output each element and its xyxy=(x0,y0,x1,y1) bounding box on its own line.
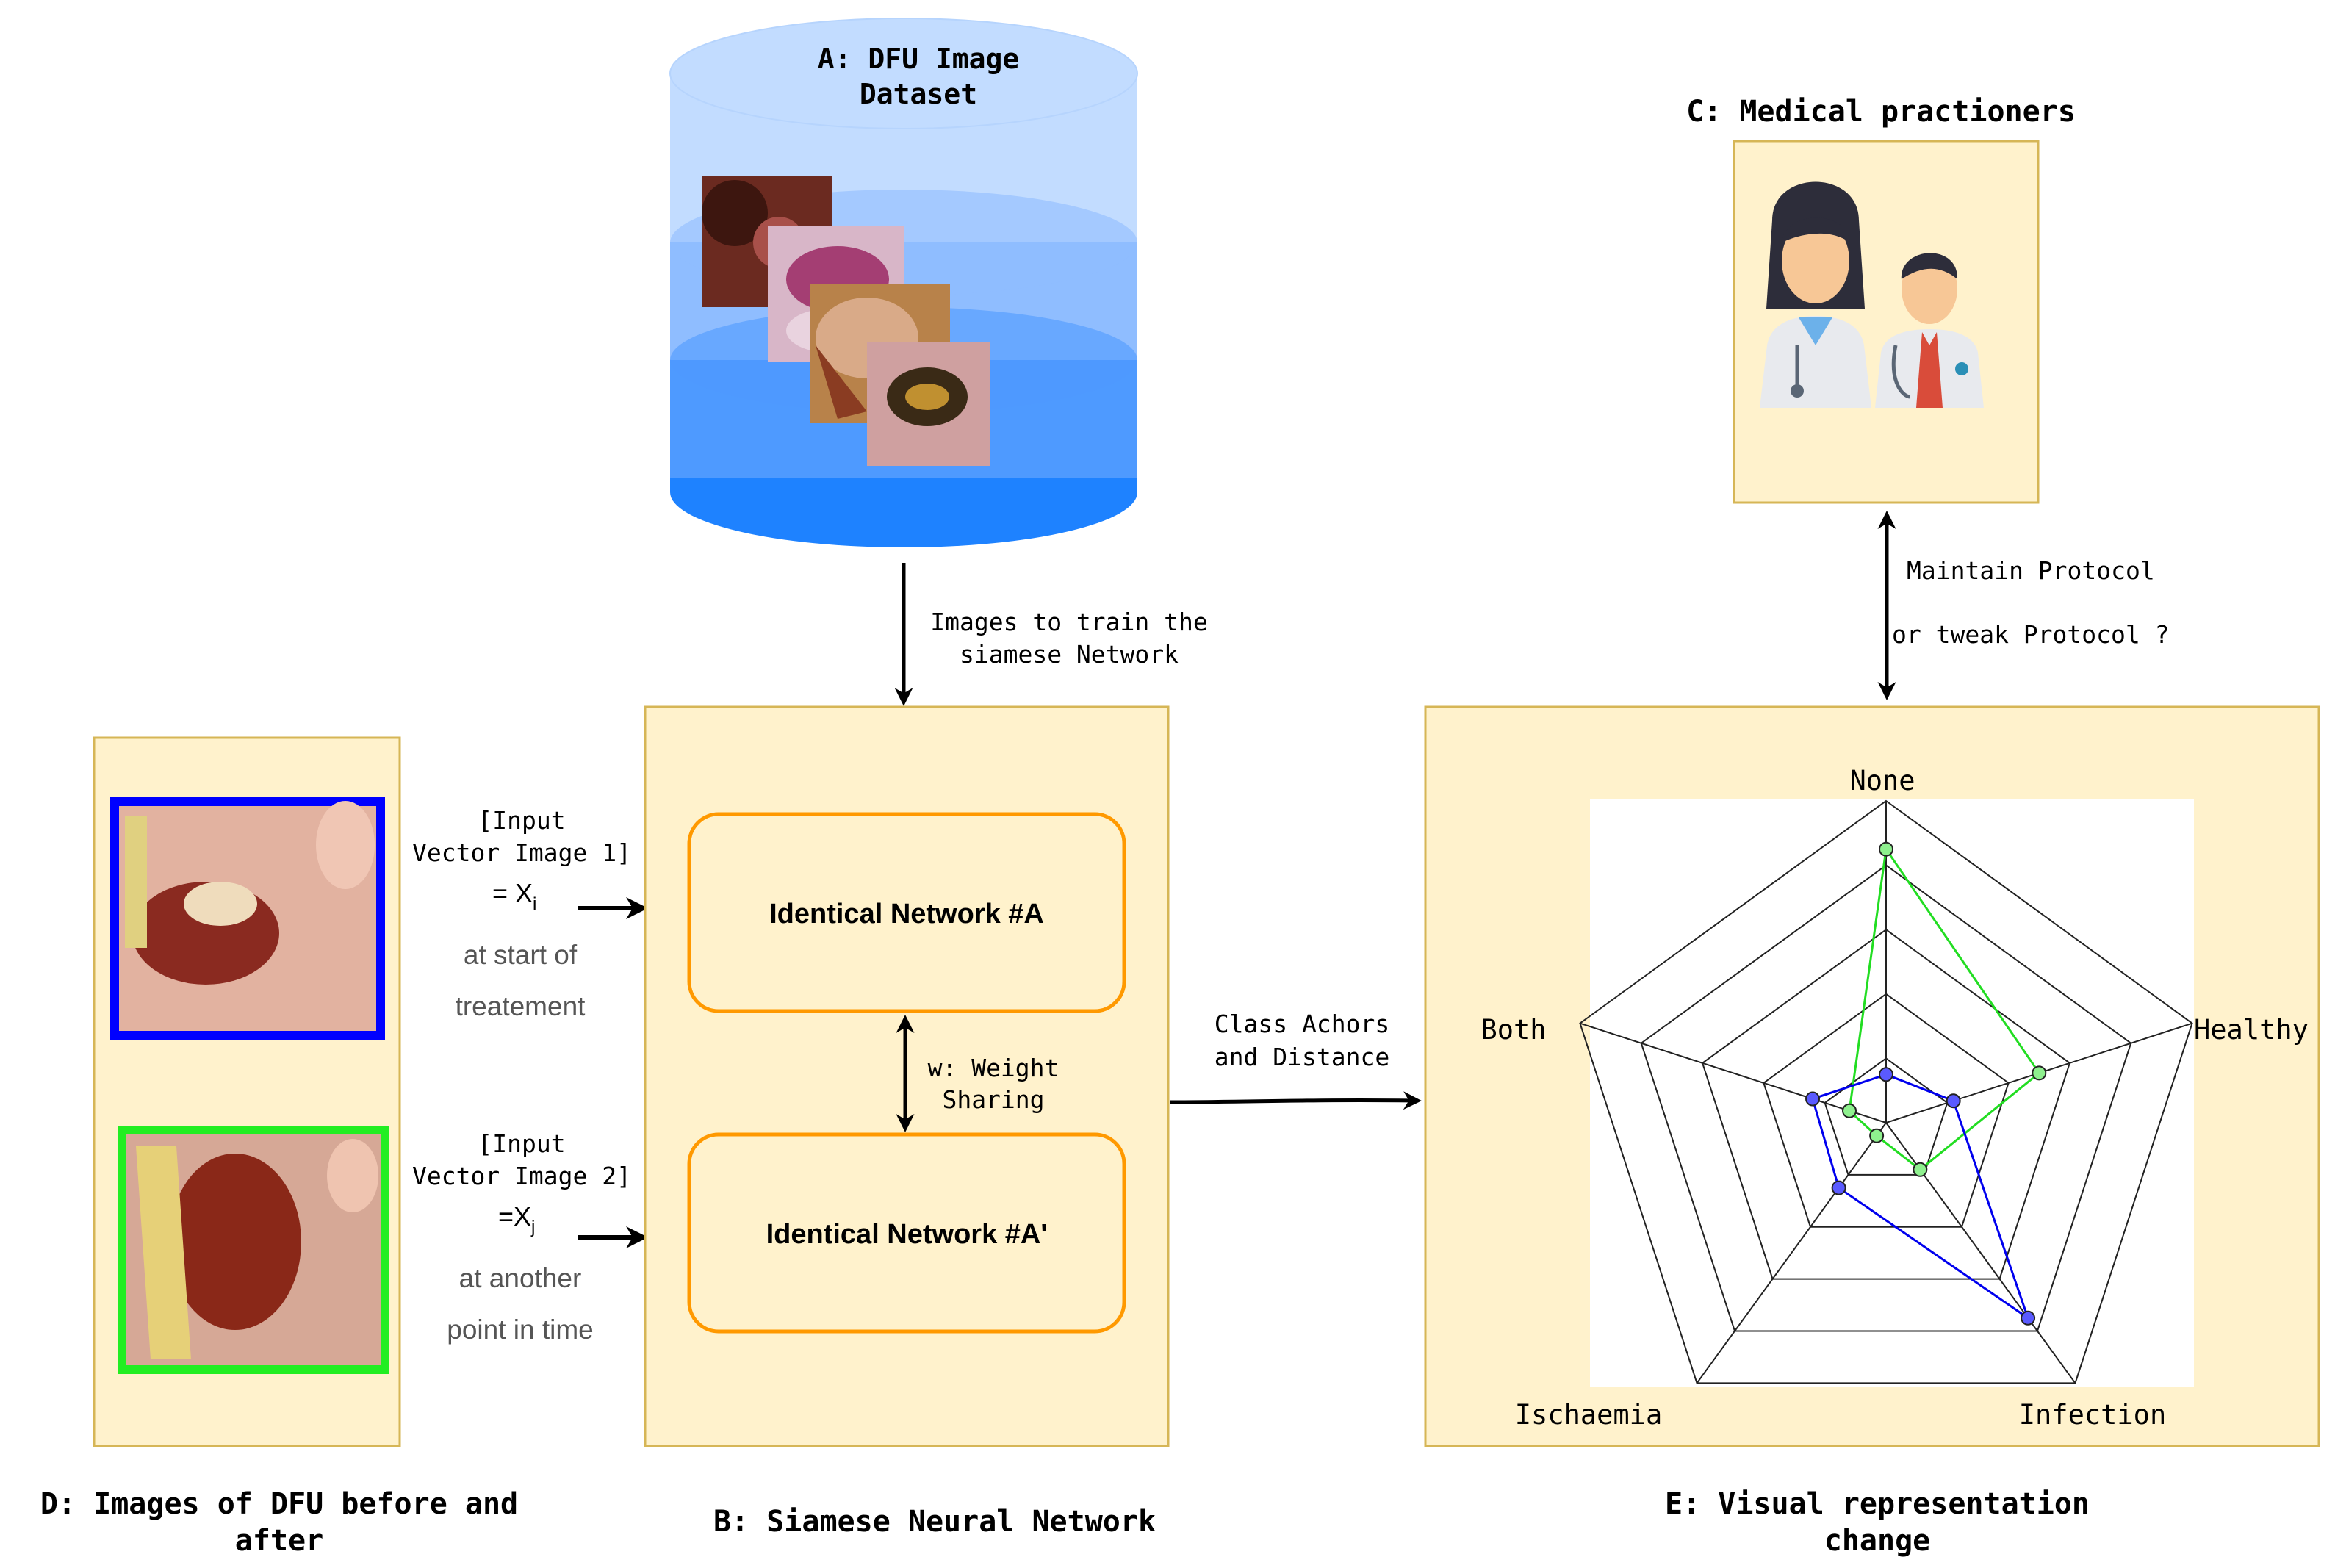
weight-sharing-line2: Sharing xyxy=(942,1085,1044,1114)
radar-point-blue xyxy=(1879,1067,1893,1082)
input1-desc-line2: treatement xyxy=(456,991,586,1021)
identical-network-a-box xyxy=(687,812,1126,1013)
radar-grid-ring xyxy=(1763,993,2010,1228)
radar-point-green xyxy=(1842,1103,1857,1118)
identical-network-a-label: Identical Network #A xyxy=(769,899,1044,929)
radar-point-blue xyxy=(2021,1310,2036,1326)
radar-axis-label-both: Both xyxy=(1480,1014,1546,1046)
input1-desc-line1: at start of xyxy=(464,940,578,970)
radar-grid-ring xyxy=(1640,864,2132,1332)
radar-axis-label-healthy: Healthy xyxy=(2194,1014,2309,1046)
input1-equation: = Xi xyxy=(492,878,536,914)
radar-point-blue xyxy=(1831,1180,1846,1195)
caption-b: B: Siamese Neural Network xyxy=(713,1505,1156,1539)
arrow-visual-label-line1: Class Achors xyxy=(1215,1010,1389,1038)
radar-point-green xyxy=(2032,1065,2047,1081)
arrow-visual-label-line2: and Distance xyxy=(1215,1043,1389,1071)
radar-axis-label-infection: Infection xyxy=(2019,1399,2166,1431)
radar-point-green xyxy=(1869,1128,1885,1143)
input1-label-line2: Vector Image 1] xyxy=(412,838,631,867)
caption-d-line2: after xyxy=(235,1524,323,1558)
radar-spoke xyxy=(1580,1022,1887,1123)
input2-equation: =Xj xyxy=(498,1201,535,1237)
arrow-dataset-label-line1: Images to train the xyxy=(930,608,1208,636)
radar-series-blue xyxy=(1811,1073,2030,1321)
radar-point-green xyxy=(1879,841,1893,857)
caption-e-line1: E: Visual representation xyxy=(1665,1487,2090,1521)
doctors-icon xyxy=(1760,181,1984,408)
arrow-practitioners-label-line2: or tweak Protocol ? xyxy=(1892,620,2170,649)
dfu-image-before xyxy=(110,797,385,1040)
practitioners-panel xyxy=(1733,140,2040,504)
dfu-image-after xyxy=(118,1126,389,1374)
radar-spoke xyxy=(1696,1122,1887,1384)
radar-point-blue xyxy=(1805,1091,1821,1107)
weight-sharing-line1: w: Weight xyxy=(928,1054,1059,1082)
arrow-dataset-label-line2: siamese Network xyxy=(960,640,1179,669)
radar-grid-ring xyxy=(1701,928,2071,1280)
arrow-network-to-visual xyxy=(1169,1091,1422,1110)
radar-point-blue xyxy=(1946,1093,1961,1109)
radar-chart-background xyxy=(1590,799,2194,1387)
caption-e-line2: change xyxy=(1824,1524,1931,1558)
input2-desc-line1: at another xyxy=(459,1263,582,1293)
dataset-title-line2: Dataset xyxy=(860,78,977,110)
radar-point-green xyxy=(1913,1162,1928,1177)
radar-axis-label-none: None xyxy=(1849,765,1915,796)
identical-network-b-label: Identical Network #A' xyxy=(766,1219,1048,1250)
dataset-thumbnail-4 xyxy=(867,342,990,466)
caption-d-line1: D: Images of DFU before and xyxy=(40,1487,518,1521)
identical-network-b-box xyxy=(687,1132,1126,1334)
input2-label-line1: [Input xyxy=(478,1129,565,1158)
input2-label-line2: Vector Image 2] xyxy=(412,1162,631,1190)
input2-desc-line2: point in time xyxy=(447,1315,594,1345)
practitioners-title: C: Medical practioners xyxy=(1686,95,2076,129)
arrow-practitioners-label-line1: Maintain Protocol xyxy=(1907,556,2155,585)
dataset-title-line1: A: DFU Image xyxy=(818,43,1020,75)
radar-chart xyxy=(1579,799,2193,1384)
radar-series-green xyxy=(1848,846,2041,1171)
input1-label-line1: [Input xyxy=(478,806,565,835)
dfu-image-dataset: A: DFU Image Dataset xyxy=(669,18,1138,547)
radar-axis-label-ischaemia: Ischaemia xyxy=(1515,1399,1662,1431)
radar-grid-ring xyxy=(1579,799,2193,1384)
